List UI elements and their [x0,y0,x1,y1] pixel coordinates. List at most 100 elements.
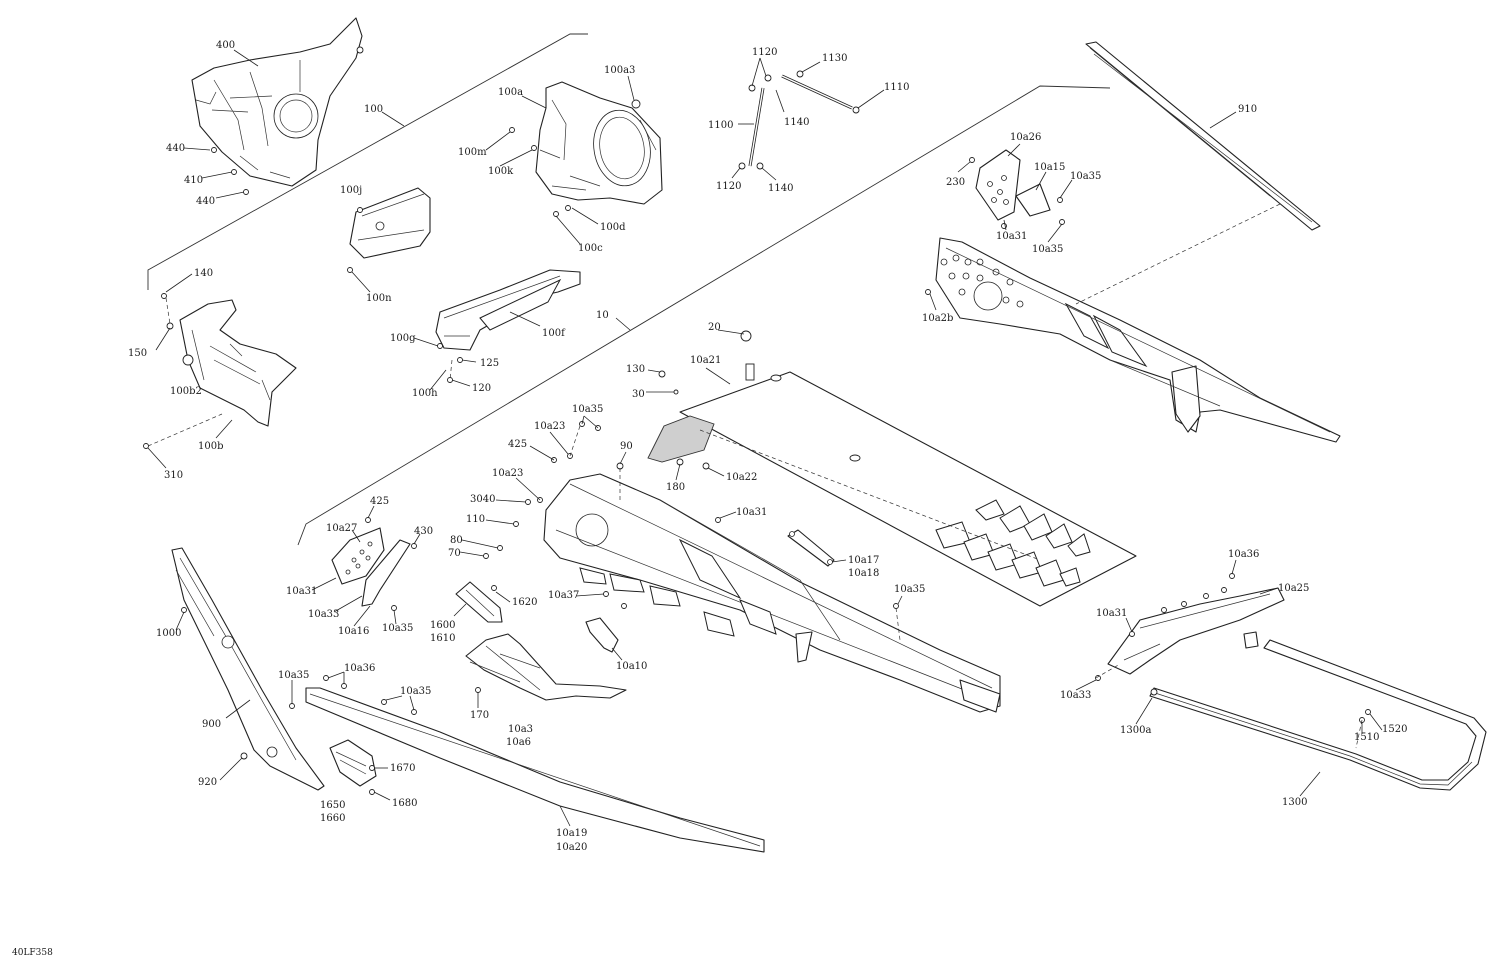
label-400: 400 [216,40,235,51]
label-10: 10 [596,310,609,321]
part-900-frame-rail [171,547,325,791]
part-1600-bracket [455,581,503,623]
label-1300: 1300 [1282,797,1307,808]
fastener-markers [143,127,1371,795]
label-1110: 1110 [884,82,909,93]
label-410: 410 [184,175,203,186]
label-10a16: 10a16 [338,626,369,637]
label-100g: 100g [390,333,416,344]
label-1140: 1140 [768,183,793,194]
label-920: 920 [198,777,217,788]
label-310: 310 [164,470,183,481]
part-1100-steering-rods [738,70,860,170]
label-1680: 1680 [392,798,417,809]
label-425: 425 [508,439,527,450]
label-10a20: 10a20 [556,842,587,853]
label-100h: 100h [412,388,438,399]
label-10a6: 10a6 [506,737,531,748]
label-1130: 1130 [822,53,847,64]
label-10a23: 10a23 [534,421,565,432]
part-10a27-bracket [331,527,411,607]
label-10a2b: 10a2b [922,313,953,324]
label-110: 110 [466,514,485,525]
part-10a3-running-board [465,633,627,701]
label-910: 910 [1238,104,1257,115]
label-100m: 100m [458,147,487,158]
label-10a3: 10a3 [508,724,533,735]
part-10a21-tunnel-plate [647,363,1137,607]
label-170: 170 [470,710,489,721]
label-1140: 1140 [784,117,809,128]
label-425: 425 [370,496,389,507]
part-10a17-link [787,529,835,567]
label-10a22: 10a22 [726,472,757,483]
label-100c: 100c [578,243,603,254]
label-100n: 100n [366,293,392,304]
label-10a35: 10a35 [278,670,309,681]
part-10a26-bracket [975,149,1051,221]
label-1120: 1120 [752,47,777,58]
label-100: 100 [364,104,383,115]
label-100k: 100k [488,166,514,177]
label-1510: 1510 [1354,732,1379,743]
part-100j-plate [349,187,431,259]
label-10a19: 10a19 [556,828,587,839]
label-10a25: 10a25 [1278,583,1309,594]
alignment-lines [147,203,1363,749]
label-100j: 100j [340,185,362,196]
label-100d: 100d [600,222,626,233]
label-100f: 100f [542,328,566,339]
label-3040: 3040 [470,494,495,505]
part-10a2b-side-panel [935,237,1341,443]
label-10a33: 10a33 [1060,690,1091,701]
part-10a10-plate [585,617,619,653]
label-10a37: 10a37 [548,590,579,601]
leader-lines [147,49,1383,827]
part-1650-step [329,739,377,787]
part-400-upper-frame [191,17,364,187]
label-20: 20 [708,322,721,333]
label-1660: 1660 [320,813,345,824]
label-10a23: 10a23 [492,468,523,479]
label-10a35: 10a35 [572,404,603,415]
label-1610: 1610 [430,633,455,644]
label-1650: 1650 [320,800,345,811]
label-440: 440 [166,143,185,154]
label-140: 140 [194,268,213,279]
label-30: 30 [632,389,645,400]
label-1000: 1000 [156,628,181,639]
label-90: 90 [620,441,633,452]
label-10a35: 10a35 [1032,244,1063,255]
part-10a19-running-board-edge [305,687,765,853]
label-1300a: 1300a [1120,725,1151,736]
label-10a18: 10a18 [848,568,879,579]
part-100b-lower-frame [179,299,297,427]
label-120: 120 [472,383,491,394]
part-1300-rear-bumper [1149,639,1487,791]
part-labels: 400 100 440 410 440 100a3 100a 100m 100k… [128,40,1407,853]
label-10a26: 10a26 [1010,132,1041,143]
label-10a35: 10a35 [1070,171,1101,182]
label-100a: 100a [498,87,523,98]
label-1600: 1600 [430,620,455,631]
label-1100: 1100 [708,120,733,131]
label-430: 430 [414,526,433,537]
label-10a31: 10a31 [286,586,317,597]
label-10a36: 10a36 [1228,549,1259,560]
label-10a31: 10a31 [996,231,1027,242]
label-1520: 1520 [1382,724,1407,735]
label-10a33: 10a33 [308,609,339,620]
label-100b: 100b [198,441,224,452]
label-1620: 1620 [512,597,537,608]
label-10a31: 10a31 [1096,608,1127,619]
label-10a36: 10a36 [344,663,375,674]
diagram-reference-code: 40LF358 [12,948,53,958]
label-10a21: 10a21 [690,355,721,366]
part-10-main-tunnel [543,473,1001,713]
label-100b2: 100b2 [170,386,202,397]
part-100f-bracket [435,269,581,351]
label-230: 230 [946,177,965,188]
label-440: 440 [196,196,215,207]
part-100a-front-housing [535,81,663,205]
